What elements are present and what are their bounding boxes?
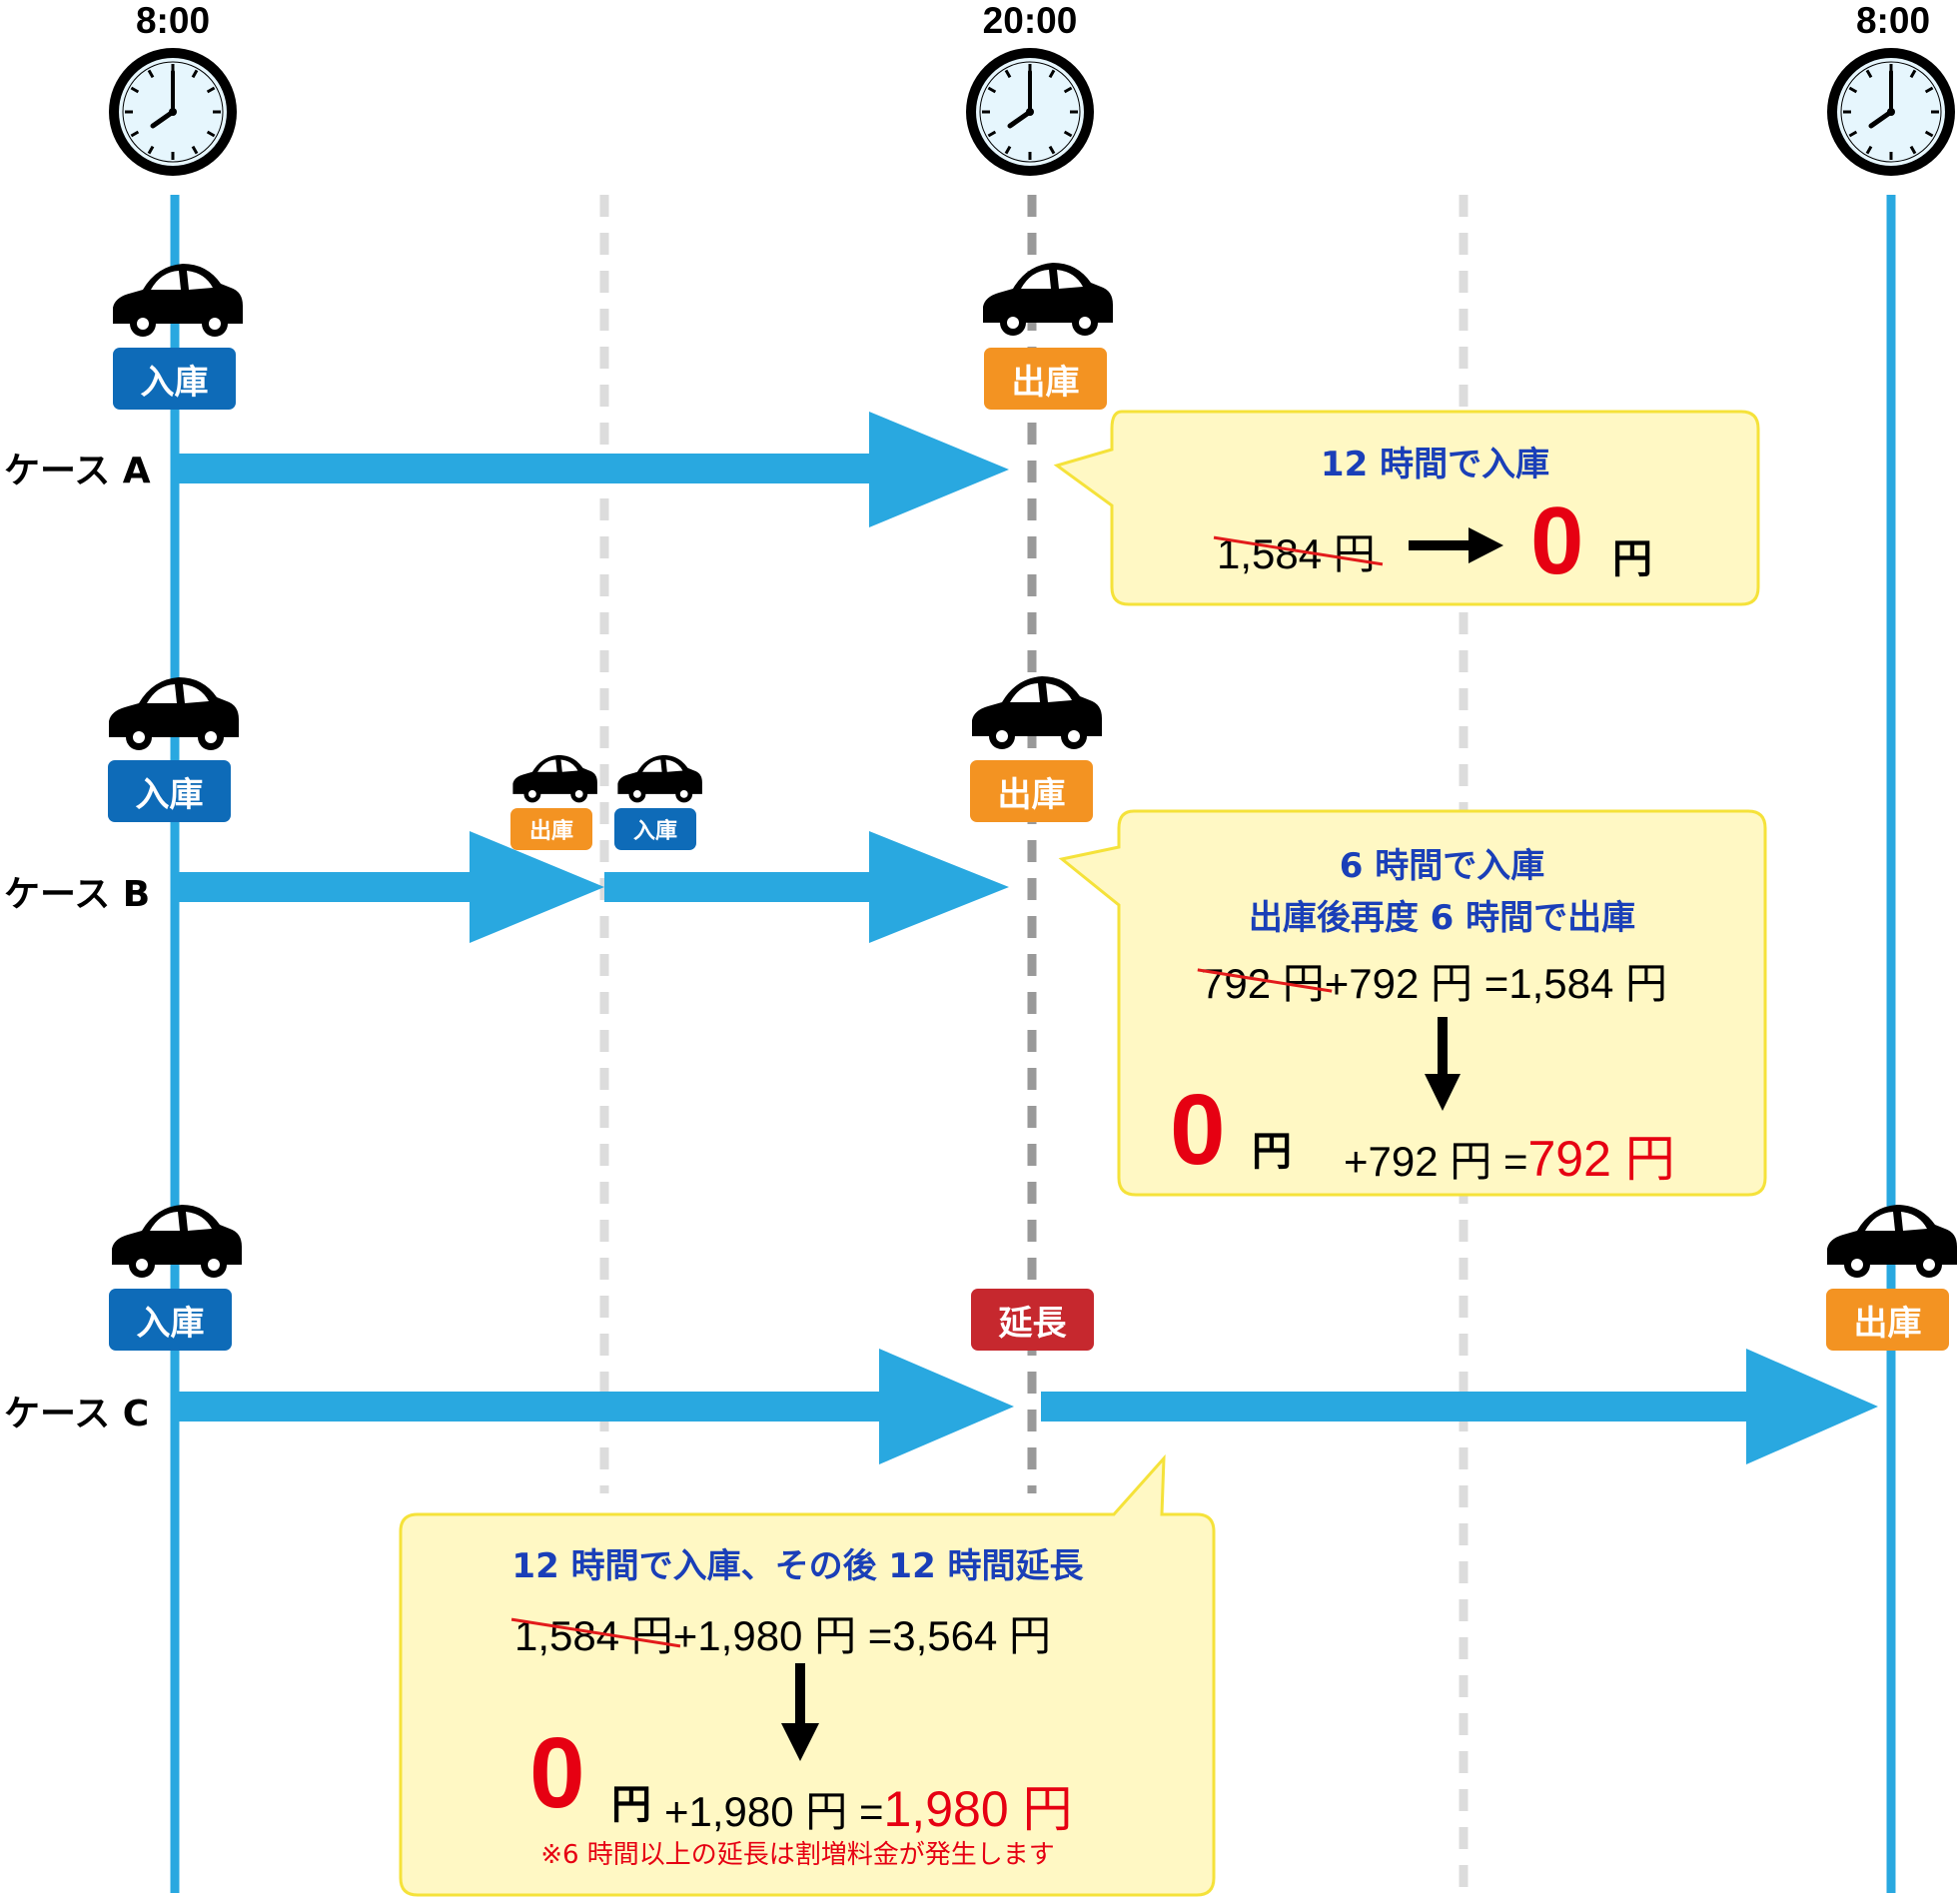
right-arrow-icon (1409, 527, 1503, 563)
case-b-bubble-title-2: 出庫後再度 6 時間で出庫 (1248, 898, 1636, 938)
case-c-result-unit: 円 (611, 1782, 651, 1828)
time-label-start: 8:00 (135, 0, 211, 41)
case-b-result-formula: +792 円 =792 円 (1344, 1131, 1675, 1187)
case-c-bubble-title: 12 時間で入庫、その後 12 時間延長 (511, 1546, 1084, 1586)
case-a-arrow (175, 412, 1009, 527)
case-b-mid-exit-badge: 出庫 (510, 808, 592, 850)
car-icon (617, 754, 702, 803)
case-b-mid-entry-badge: 入庫 (614, 808, 696, 850)
car-icon (972, 676, 1102, 749)
case-c-arrow-1 (175, 1349, 1014, 1464)
case-c-exit-badge: 出庫 (1826, 1289, 1949, 1351)
time-label-end: 8:00 (1855, 0, 1931, 41)
case-a-label: ケース A (4, 451, 151, 491)
car-icon (512, 754, 597, 803)
case-c-arrow-2 (1041, 1349, 1878, 1464)
case-c-label: ケース C (4, 1394, 150, 1434)
case-b-bubble (1058, 809, 1767, 1197)
case-a-exit-badge: 出庫 (984, 348, 1107, 410)
case-b-label: ケース B (4, 874, 151, 915)
clock-icon-end (1827, 48, 1955, 176)
case-a-original-price: 1,584 円 (1217, 520, 1376, 581)
case-c-result-total: 1,980 円 (883, 1781, 1073, 1837)
case-a-bubble-title: 12 時間で入庫 (1320, 445, 1550, 484)
case-b-bubble-title-1: 6 時間で入庫 (1339, 846, 1545, 886)
case-c-entry-badge: 入庫 (109, 1289, 232, 1351)
case-c-formula: 1,584 円+1,980 円 =3,564 円 (514, 1602, 1051, 1663)
case-c-bubble (399, 1453, 1216, 1897)
case-a-entry-badge: 入庫 (113, 348, 236, 410)
case-b-entry-badge: 入庫 (108, 760, 231, 822)
case-b-result-unit: 円 (1252, 1129, 1292, 1175)
case-b-result-zero: 0 (1170, 1074, 1226, 1186)
case-c-result-formula: +1,980 円 =1,980 円 (664, 1781, 1073, 1837)
case-b-arrow-1 (175, 831, 604, 943)
case-b-arrow-2 (604, 831, 1009, 943)
case-c-note: ※6 時間以上の延長は割増料金が発生します (540, 1840, 1055, 1870)
case-b-exit-badge: 出庫 (970, 760, 1093, 822)
clock-icon-mid (966, 48, 1094, 176)
car-icon (983, 263, 1113, 336)
case-b-formula: 792 円+792 円 =1,584 円 (1201, 950, 1667, 1011)
case-a-result-unit: 円 (1612, 536, 1652, 582)
case-c-extend-badge: 延長 (971, 1289, 1094, 1351)
down-arrow-icon (1425, 1017, 1461, 1111)
time-label-mid: 20:00 (982, 0, 1078, 41)
case-a-result-zero: 0 (1530, 487, 1584, 594)
down-arrow-icon (781, 1663, 819, 1761)
clock-icon-start (109, 48, 237, 176)
case-c-result-zero: 0 (529, 1717, 585, 1829)
case-b-result-total: 792 円 (1527, 1131, 1675, 1187)
